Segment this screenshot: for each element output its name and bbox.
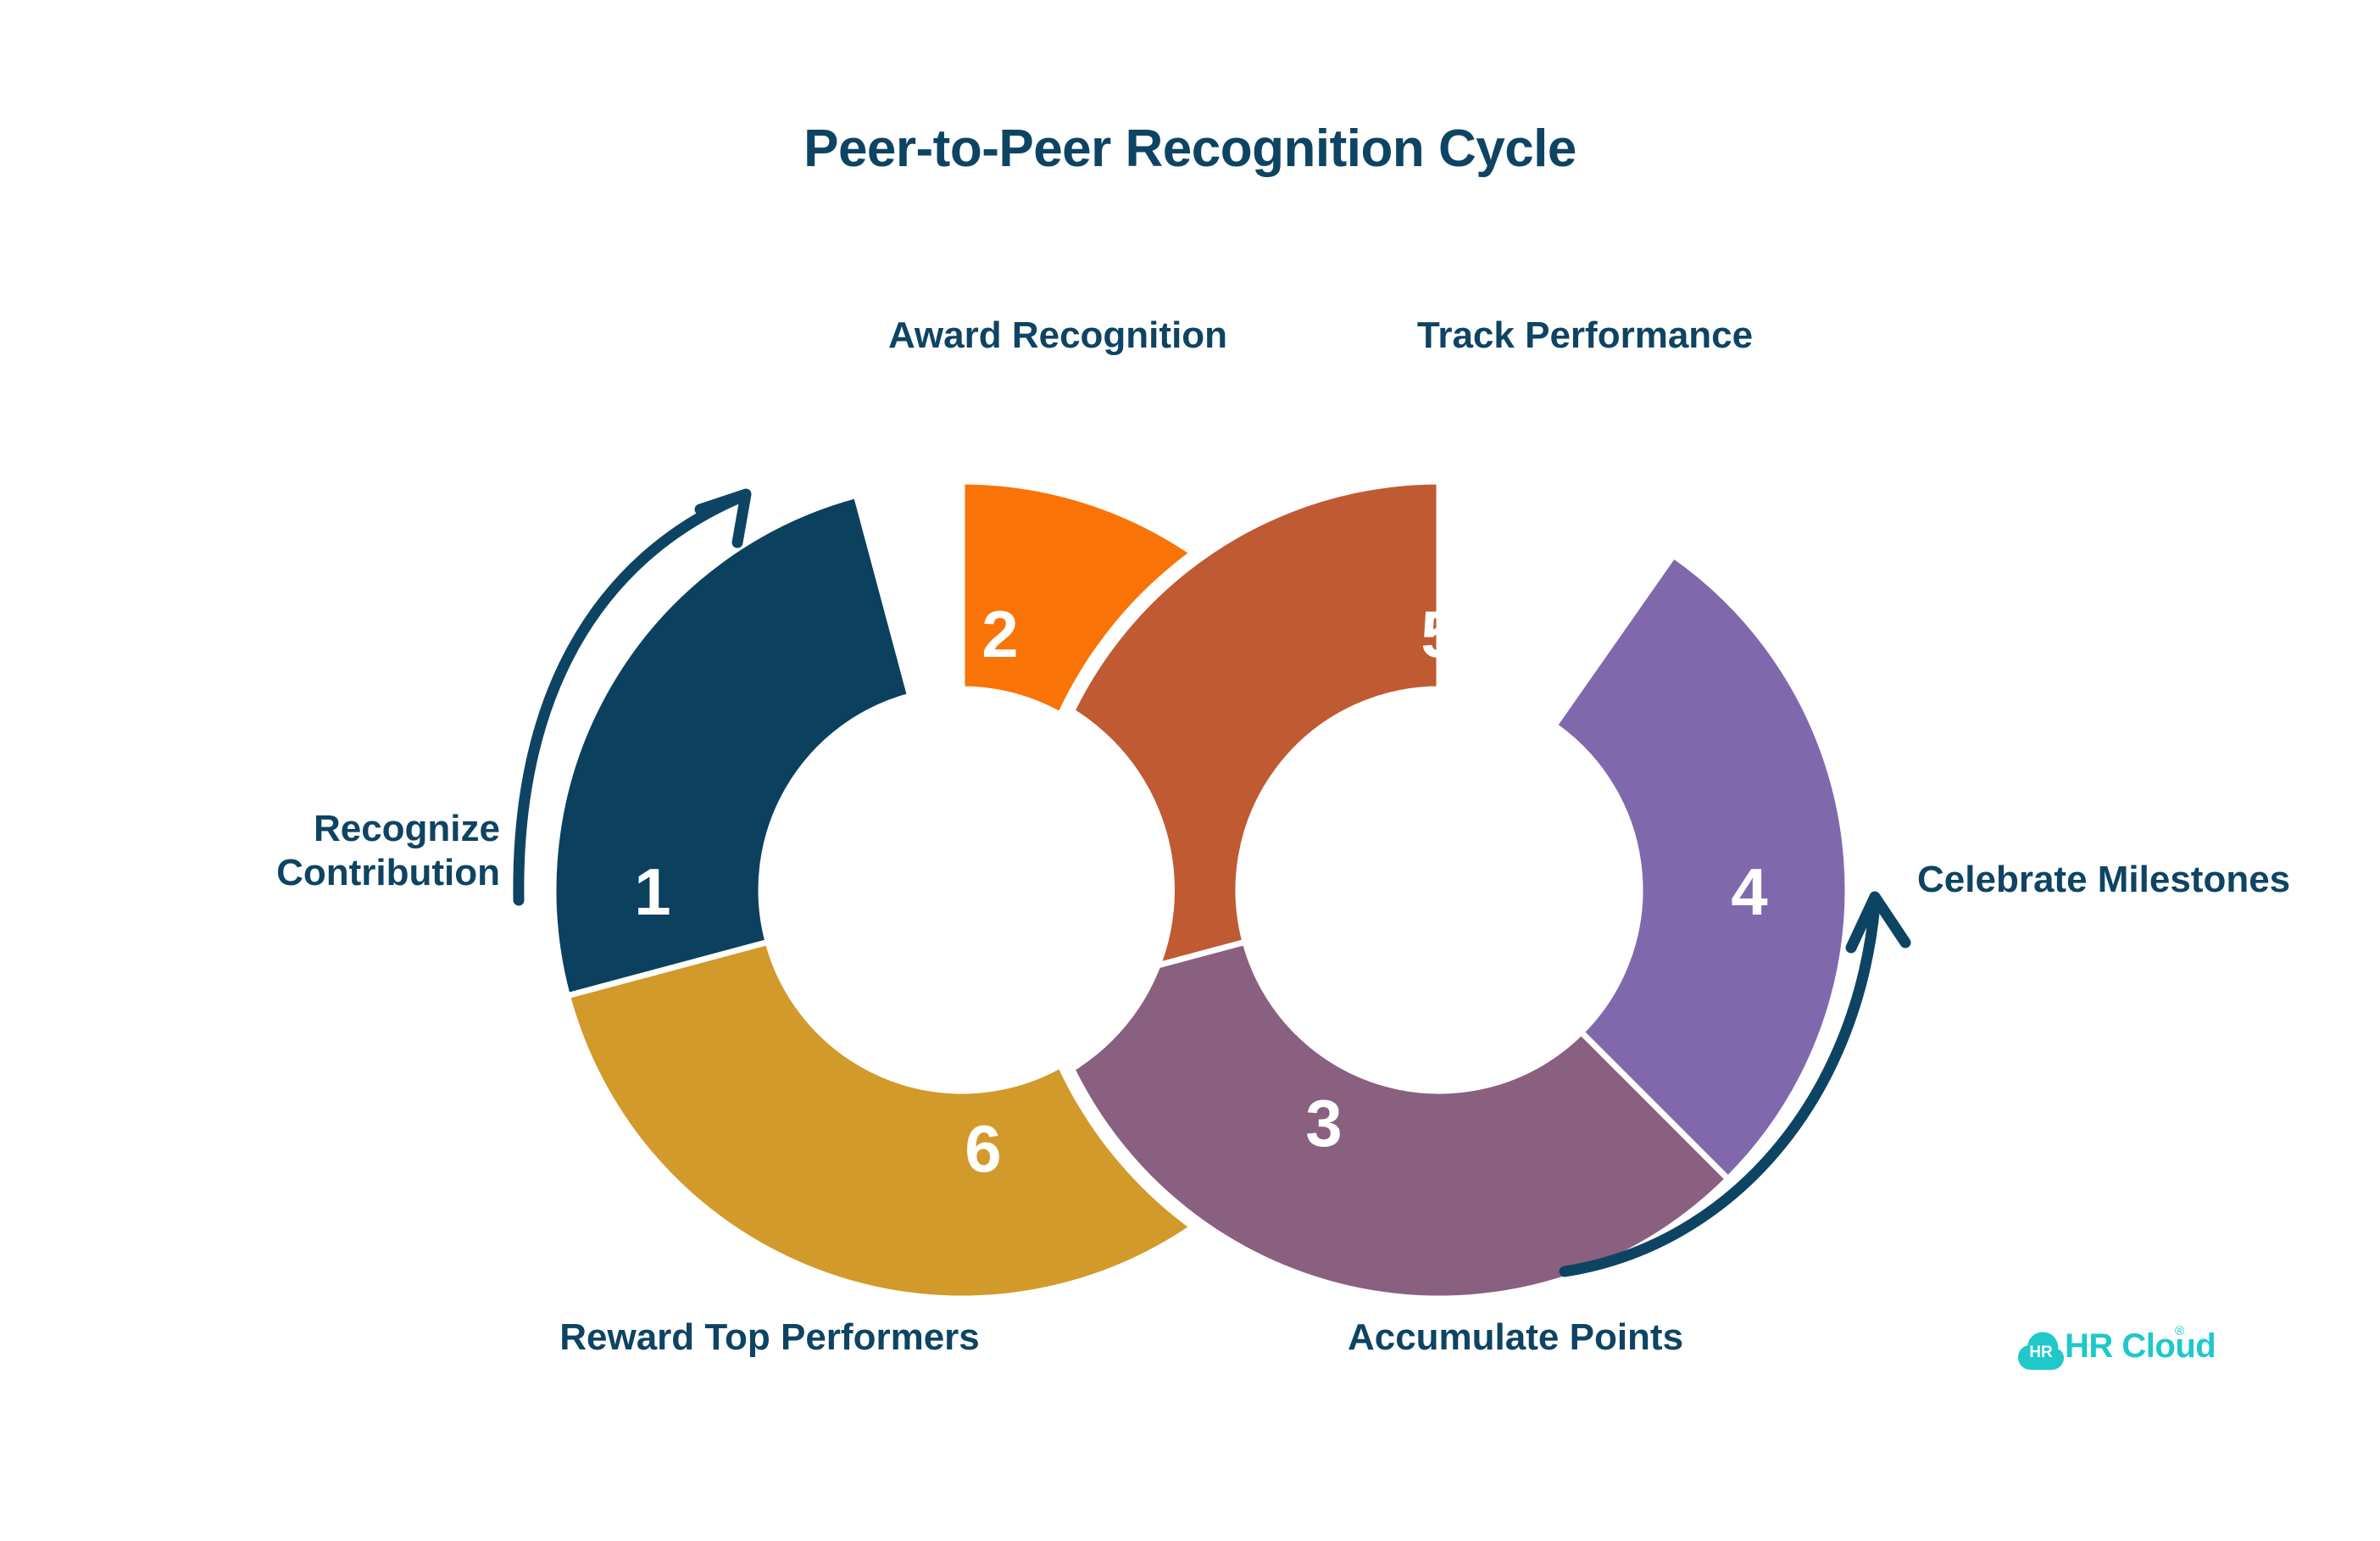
- page-title: Peer-to-Peer Recognition Cycle: [804, 120, 1576, 178]
- cloud-icon: HR: [2018, 1332, 2064, 1370]
- svg-text:HR: HR: [2029, 1344, 2053, 1361]
- segment-number-5: 5: [1421, 597, 1457, 671]
- label-celebrate-milestones: Celebrate Milestones: [1917, 859, 2291, 900]
- left-cycle-arrow: [513, 488, 752, 906]
- right-donut-group: [1027, 478, 1851, 1302]
- left-donut-outer-edge: [541, 469, 1383, 1311]
- label-accumulate-points: Accumulate Points: [1347, 1316, 1684, 1358]
- label-recognize-contribution: Recognize Contribution: [276, 808, 500, 893]
- right-donut-hole: [1238, 689, 1640, 1091]
- label-reward-top-performers: Reward Top Performers: [559, 1316, 980, 1358]
- logo-wordmark: HR Cloud: [2065, 1327, 2216, 1365]
- label-award-recognition: Award Recognition: [887, 314, 1228, 356]
- segment-number-3: 3: [1305, 1086, 1342, 1160]
- segment-number-4: 4: [1731, 854, 1767, 929]
- label-track-performance: Track Performance: [1416, 314, 1754, 356]
- right-cycle-arrow: [1559, 891, 1911, 1277]
- segment-number-1: 1: [634, 854, 670, 929]
- segment-number-6: 6: [965, 1111, 1001, 1186]
- segment-number-2: 2: [981, 597, 1018, 671]
- hr-cloud-logo: HR HR Cloud ®: [2017, 1324, 2272, 1392]
- logo-registered-mark: ®: [2175, 1324, 2185, 1338]
